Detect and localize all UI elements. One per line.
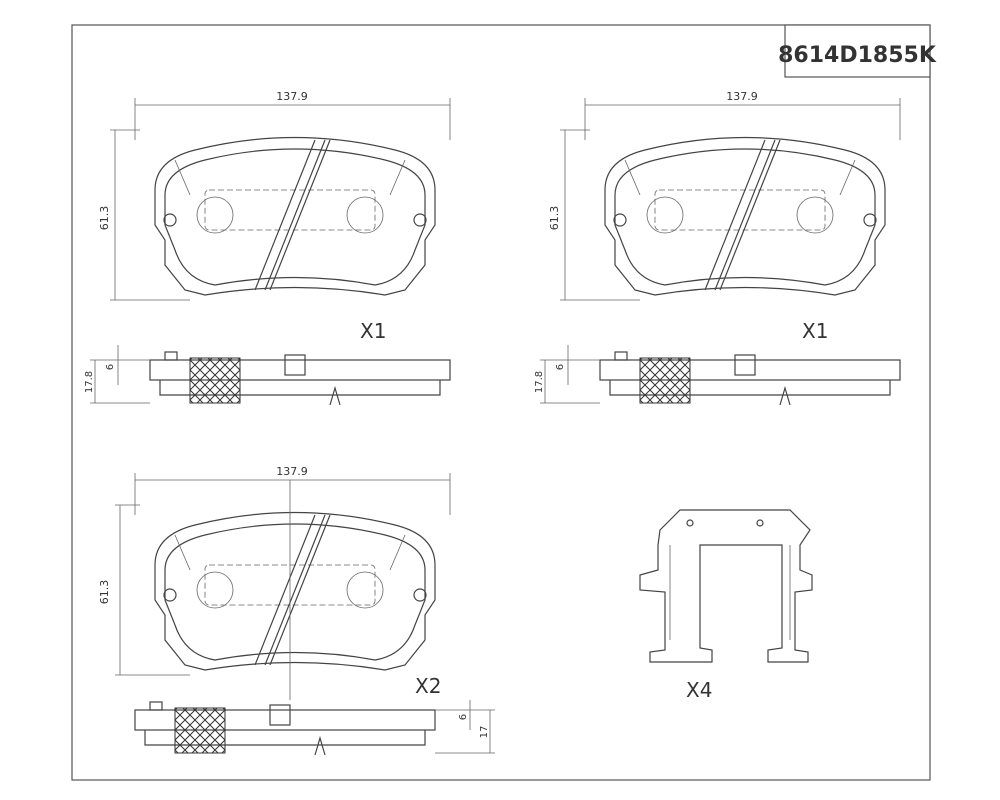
pad-side-view-1: 17.8 6 [84,345,451,406]
pad-front-view-3: 137.9 61.3 X2 [98,465,451,700]
plate-dimension: 6 [458,714,469,720]
pad-side-view-2: 17.8 6 [534,345,901,406]
quantity-label: X4 [686,678,712,702]
plate-dimension: 6 [555,364,566,370]
retaining-clip: X4 [639,509,813,702]
pad-front-view-1: 137.9 61.3 X1 [98,90,451,343]
height-dimension: 61.3 [98,206,111,231]
width-dimension: 137.9 [726,90,758,103]
thickness-dimension: 17 [479,726,490,739]
thickness-dimension: 17.8 [534,371,545,393]
height-dimension: 61.3 [548,206,561,231]
width-dimension: 137.9 [276,465,308,478]
part-number-box [784,24,931,78]
quantity-label: X1 [360,319,386,343]
height-dimension: 61.3 [98,580,111,605]
quantity-label: X2 [415,674,441,698]
pad-side-view-3: 17 6 [134,700,495,756]
part-number: 8614D1855K [778,43,937,68]
pad-front-view-2: 137.9 61.3 X1 [548,90,901,343]
quantity-label: X1 [802,319,828,343]
plate-dimension: 6 [105,364,116,370]
width-dimension: 137.9 [276,90,308,103]
thickness-dimension: 17.8 [84,371,95,393]
drawing-border [71,24,931,781]
